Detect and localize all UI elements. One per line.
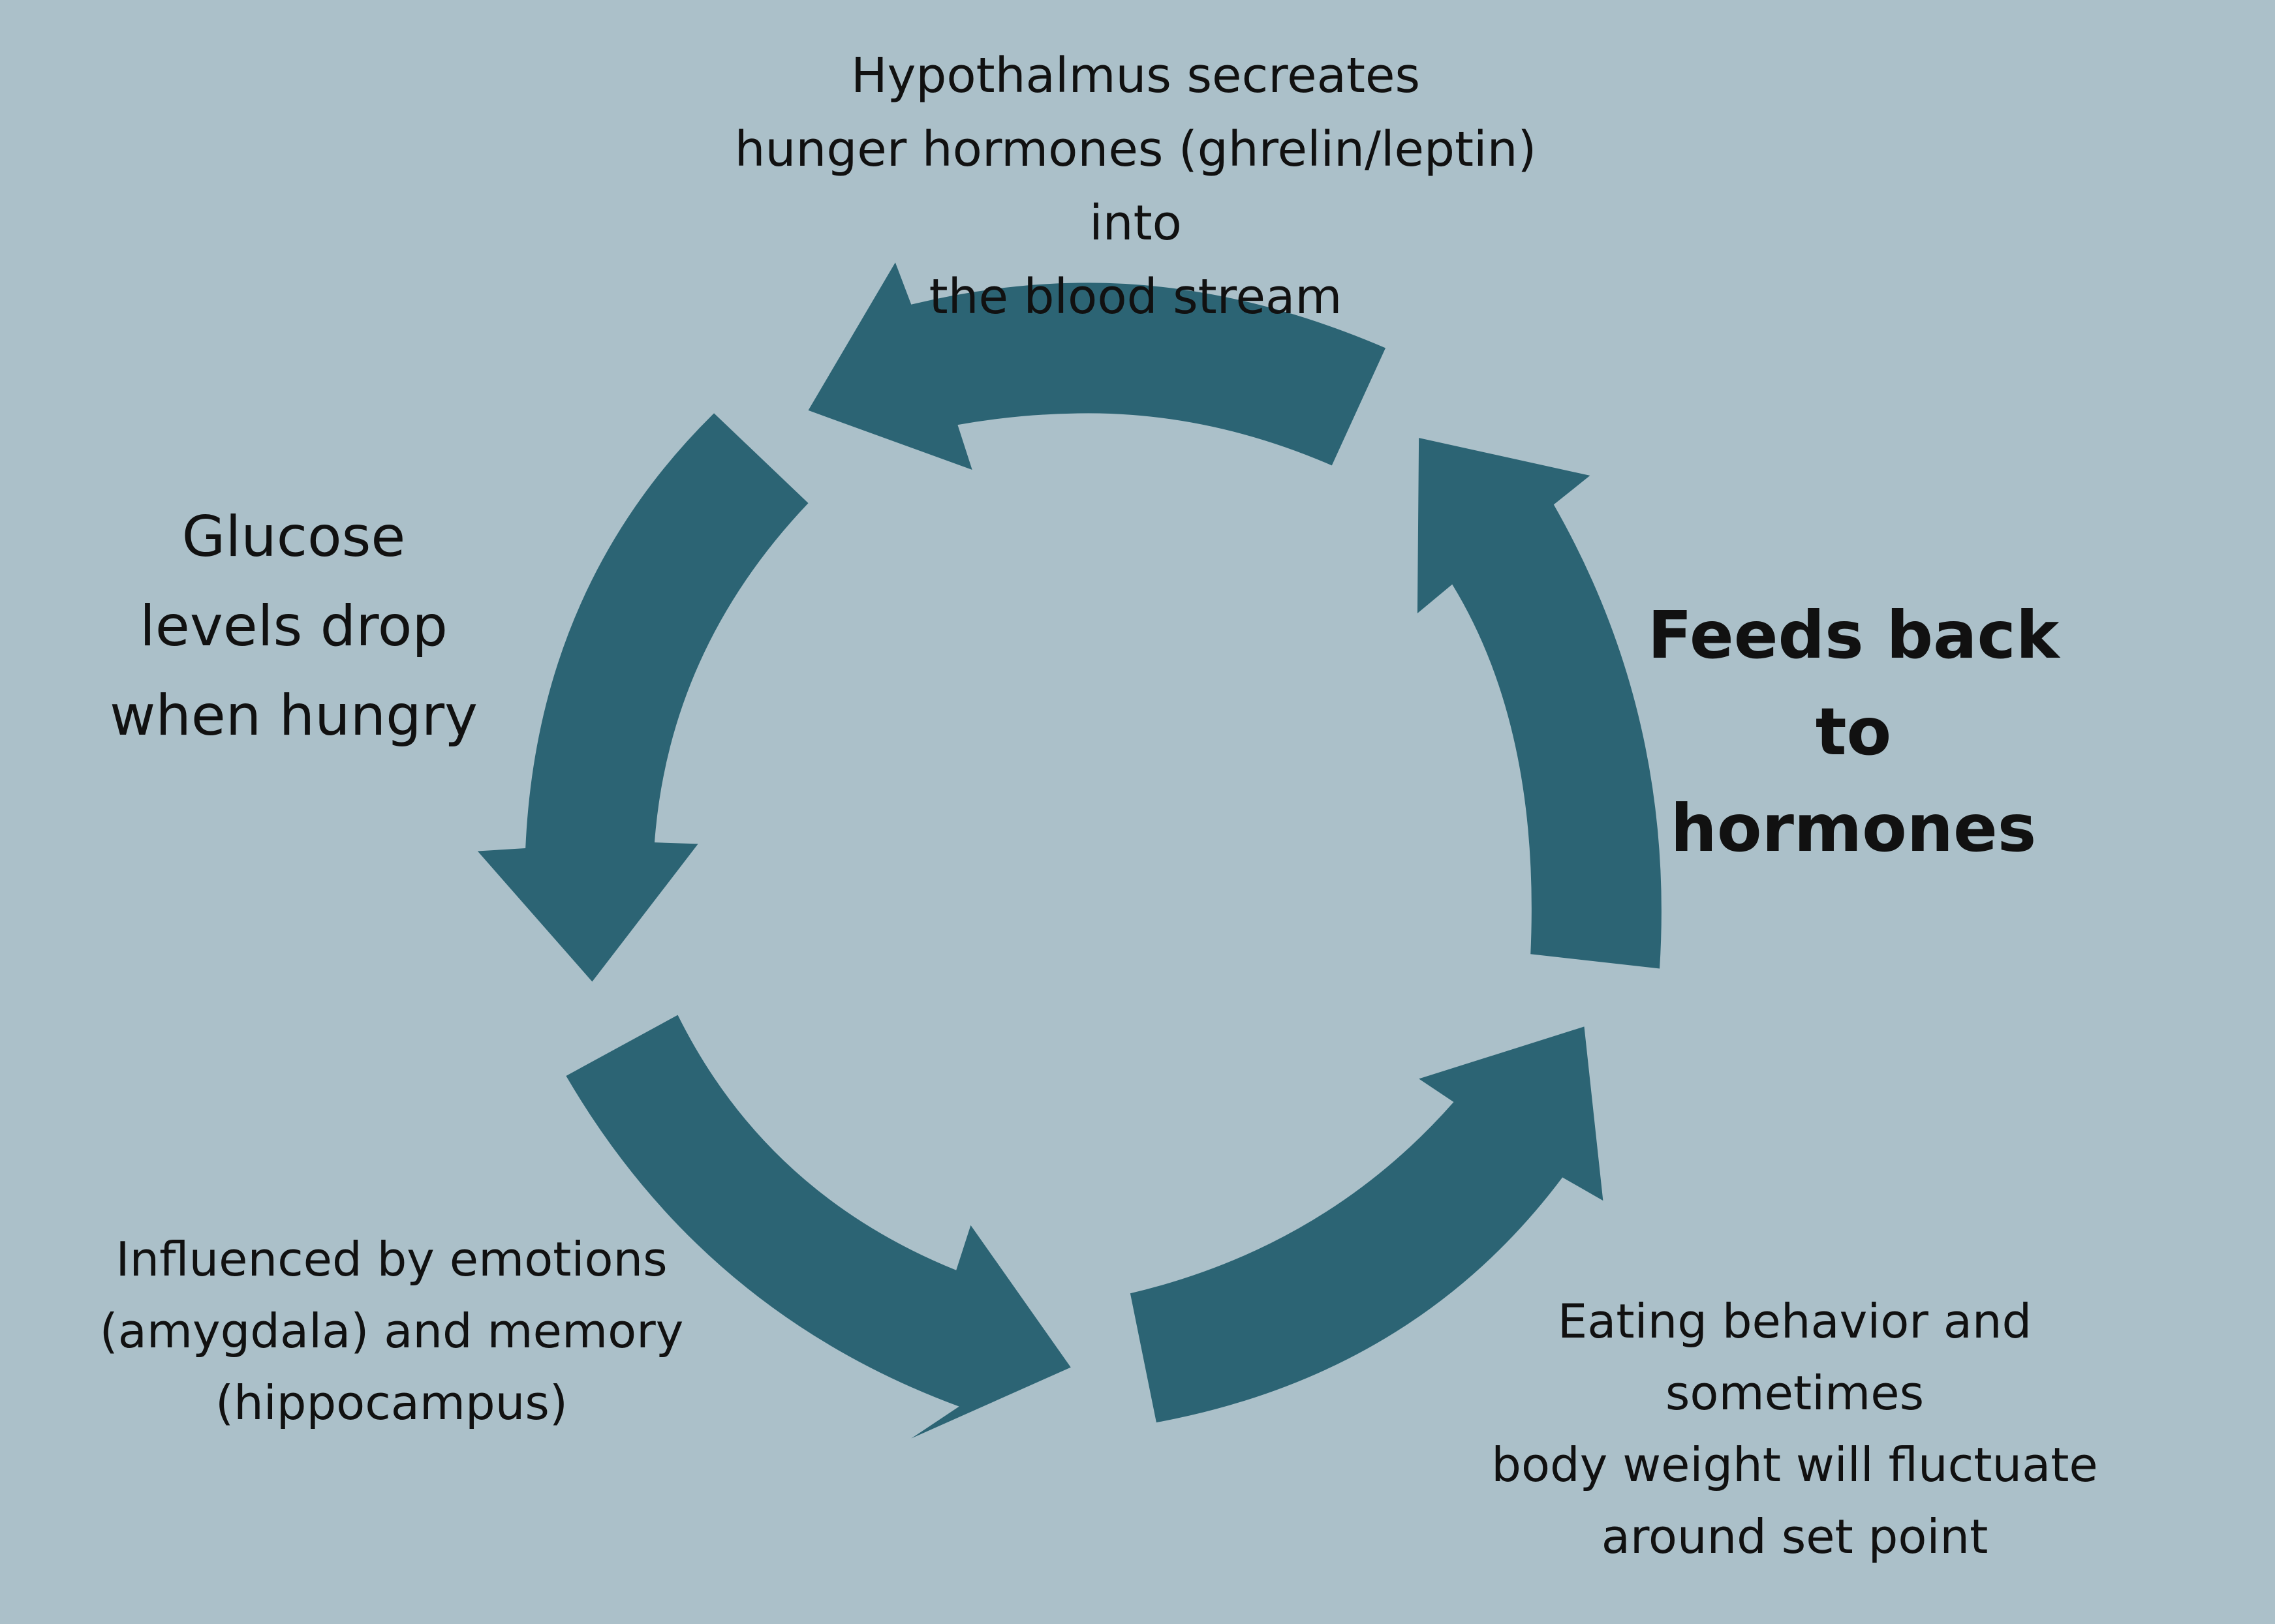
arrow-bottom-right	[1130, 1026, 1603, 1423]
arrow-right	[1417, 438, 1662, 969]
arrow-left	[477, 413, 809, 982]
label-eating-behavior: Eating behavior and sometimes body weigh…	[1491, 1294, 2098, 1564]
arrow-top	[808, 262, 1386, 470]
label-feeds-back: Feeds back to hormones	[1647, 597, 2060, 866]
label-hypothalamus: Hypothalmus secreates hunger hormones (g…	[734, 48, 1537, 325]
label-emotions: Influenced by emotions (amygdala) and me…	[99, 1232, 684, 1430]
arrow-bottom-left	[566, 1015, 1071, 1439]
label-glucose: Glucose levels drop when hungry	[110, 504, 478, 748]
